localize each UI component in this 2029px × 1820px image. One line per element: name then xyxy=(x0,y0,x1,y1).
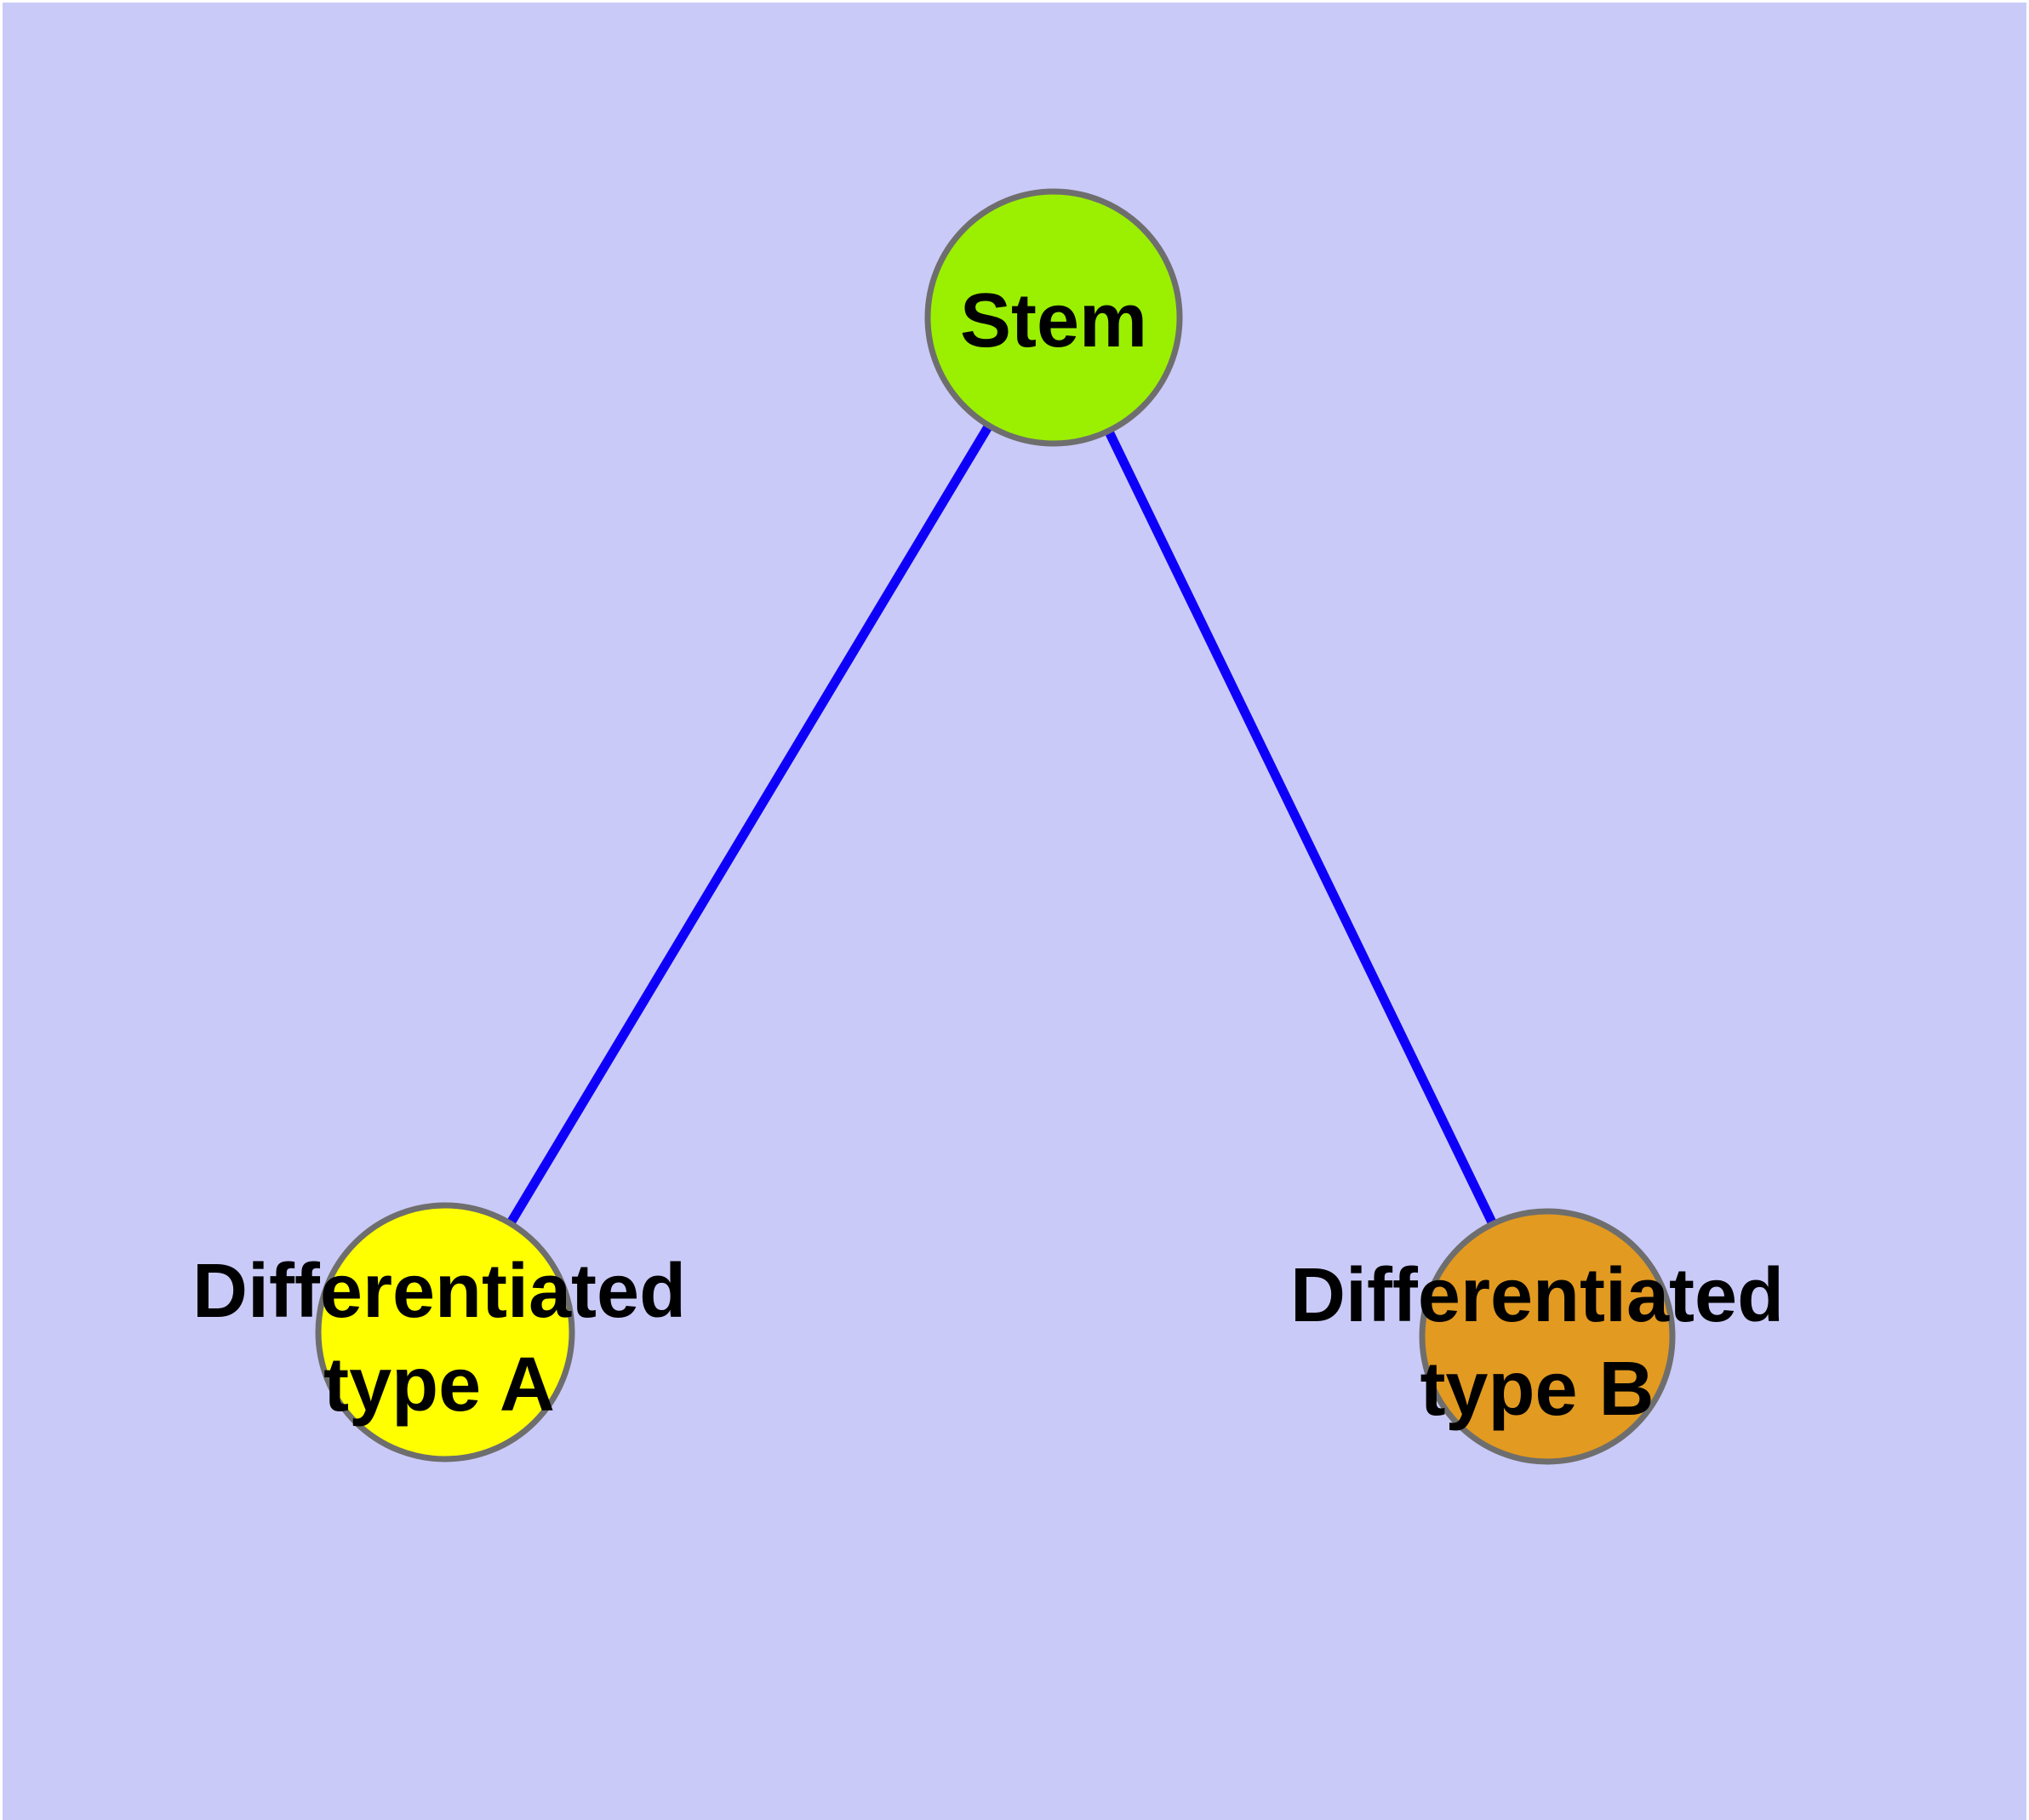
node-stem-circle xyxy=(924,188,1183,447)
edge-stem-to-type-a xyxy=(441,315,1058,1335)
edge-stem-to-type-b xyxy=(1049,315,1552,1339)
node-type-a-circle xyxy=(315,1202,575,1462)
node-type-b-circle xyxy=(1419,1208,1676,1465)
